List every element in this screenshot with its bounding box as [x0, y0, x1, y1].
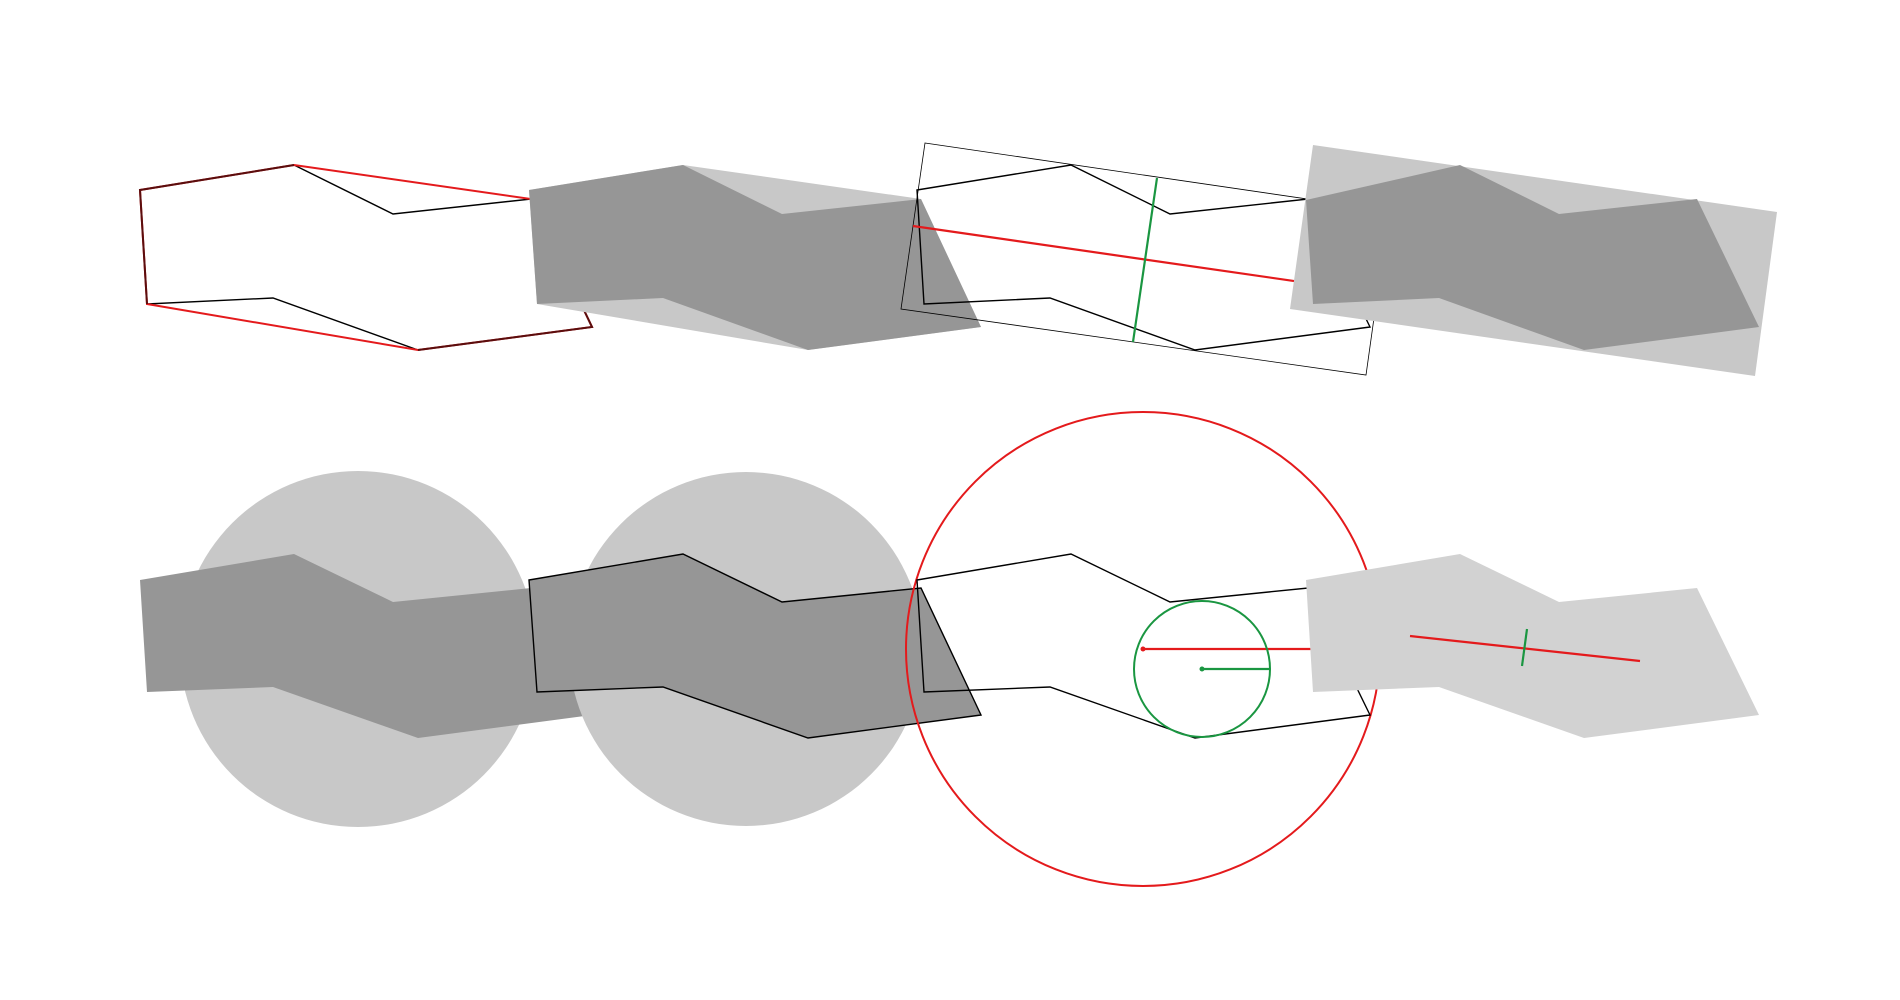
polygon-outline [139, 164, 594, 351]
panel-circle-outline [528, 472, 983, 826]
enclosing-center [1140, 646, 1146, 652]
polygon-outline [528, 553, 983, 739]
hull-shared-edge [138, 164, 295, 305]
polygon-outline [916, 553, 1372, 739]
panel-hull-fill [529, 165, 981, 350]
polygon-fill [140, 554, 592, 738]
minor-axis [1520, 628, 1529, 667]
panel-enclosing-inscribed-circle [905, 411, 1381, 887]
inscribed-center [1199, 666, 1205, 672]
panel-rect-fill [1290, 145, 1777, 376]
short-axis [1131, 177, 1159, 343]
convex-hull-outline [138, 163, 594, 352]
polygon-fill [529, 165, 981, 350]
panel-bounding-circle-fill [140, 471, 592, 827]
polygon-outline [916, 164, 1372, 351]
polygon-fill [1306, 554, 1759, 738]
min-rotated-rectangle [900, 142, 1390, 376]
polygon-fill [1306, 165, 1759, 350]
polygon-fill [529, 554, 981, 738]
panel-centroid-axes [1306, 554, 1759, 738]
panel-convex-hull [138, 163, 594, 352]
